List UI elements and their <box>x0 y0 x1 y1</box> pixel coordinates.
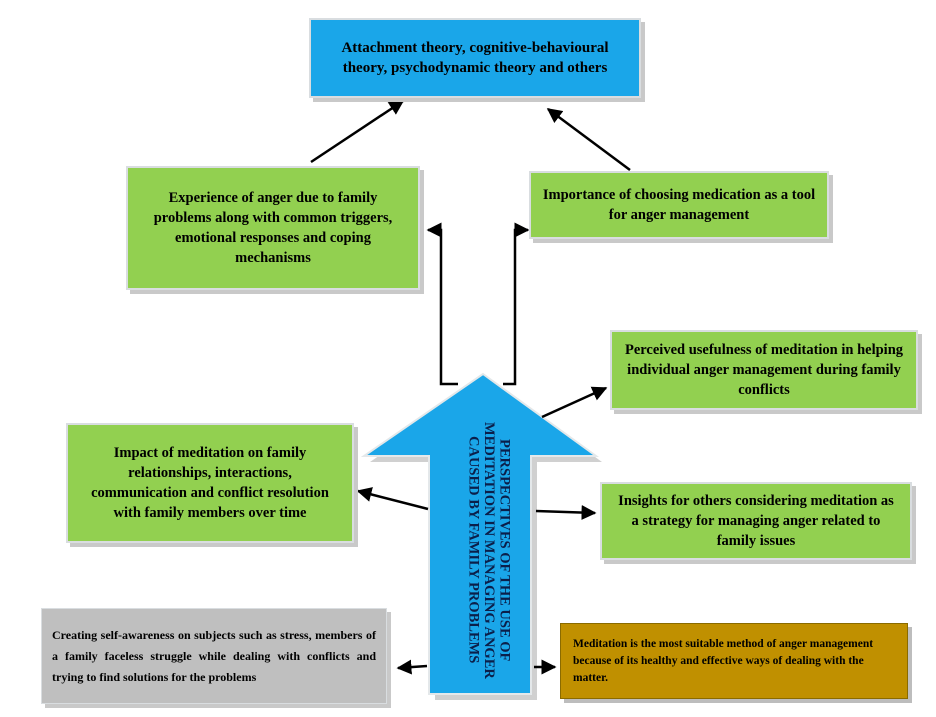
arrow-to-usefulness <box>541 386 608 419</box>
meditation-method-box: Meditation is the most suitable method o… <box>560 623 908 699</box>
central-arrow-label: PERSPECTIVES OF THE USE OF MEDITATION IN… <box>465 421 513 679</box>
theories-text: Attachment theory, cognitive-behavioural… <box>341 40 609 76</box>
experience-box: Experience of anger due to family proble… <box>126 166 420 290</box>
self-awareness-box: Creating self-awareness on subjects such… <box>41 608 387 704</box>
central-arrow <box>360 372 600 695</box>
insights-box: Insights for others considering meditati… <box>600 482 912 560</box>
central-arrow-label-container: PERSPECTIVES OF THE USE OF MEDITATION IN… <box>452 420 524 680</box>
elbow-arrow-to-importance <box>503 222 530 386</box>
theories-box: Attachment theory, cognitive-behavioural… <box>309 18 641 98</box>
impact-text: Impact of meditation on family relations… <box>91 445 329 521</box>
meditation-method-text: Meditation is the most suitable method o… <box>573 637 874 684</box>
usefulness-box: Perceived usefulness of meditation in he… <box>610 330 918 410</box>
importance-box: Importance of choosing medication as a t… <box>529 171 829 239</box>
arrow-to-insights <box>535 505 597 521</box>
arrow-experience-to-theories <box>310 99 405 164</box>
insights-text: Insights for others considering meditati… <box>618 493 894 549</box>
experience-text: Experience of anger due to family proble… <box>153 190 393 266</box>
elbow-arrow-to-experience <box>426 222 458 386</box>
arrow-to-impact <box>356 487 429 511</box>
impact-box: Impact of meditation on family relations… <box>66 423 354 543</box>
self-awareness-text: Creating self-awareness on subjects such… <box>52 627 376 684</box>
usefulness-text: Perceived usefulness of meditation in he… <box>624 342 904 398</box>
importance-text: Importance of choosing medication as a t… <box>542 187 816 223</box>
arrow-importance-to-theories <box>546 107 631 172</box>
arrow-to-self-awareness <box>396 659 428 675</box>
